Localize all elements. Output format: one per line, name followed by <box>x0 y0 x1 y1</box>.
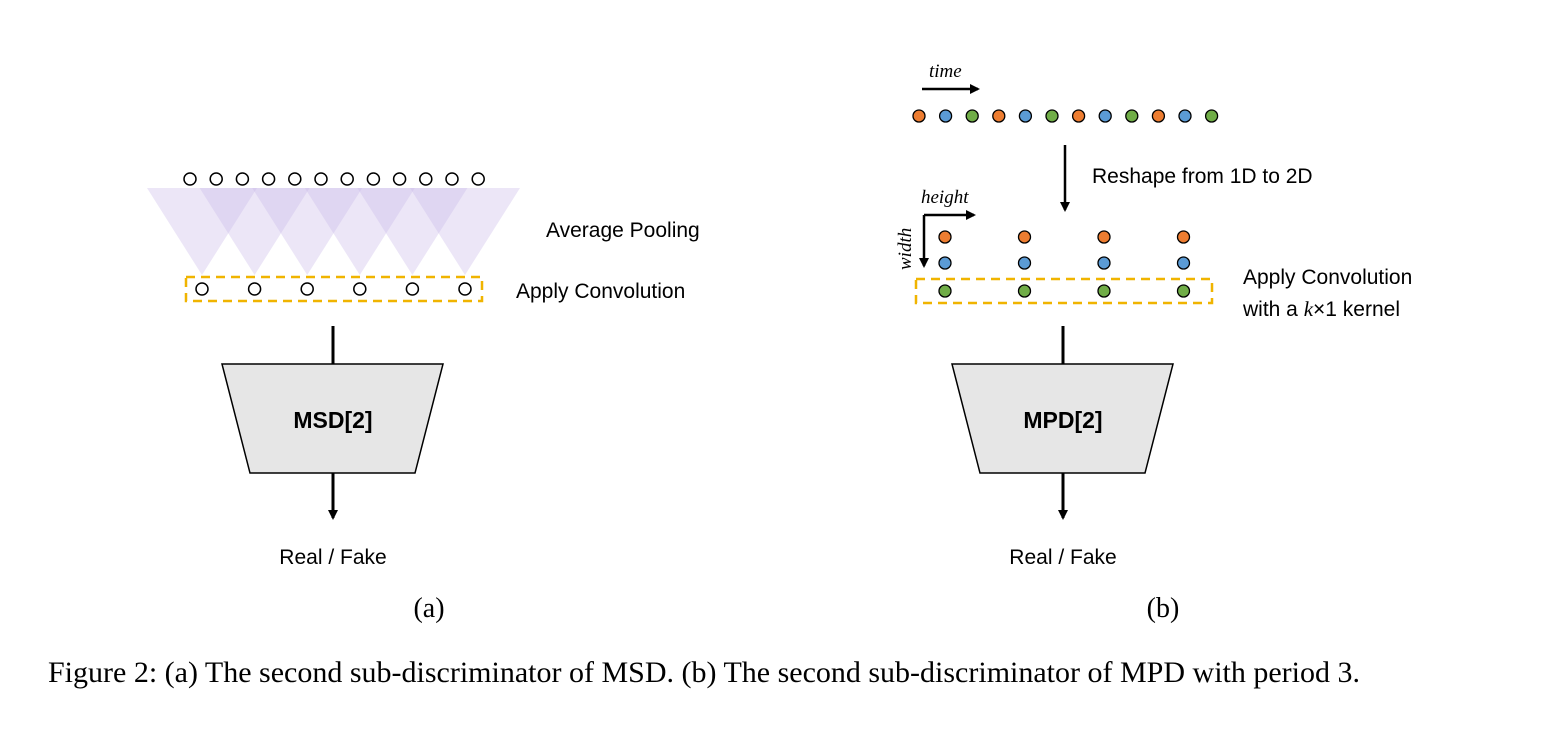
grid-sample-green <box>1097 284 1111 298</box>
pooled-samples <box>195 282 472 296</box>
time-sequence-samples <box>912 109 1219 123</box>
apply-convolution-label-b: Apply Convolution <box>1243 266 1412 289</box>
sequence-sample-blue <box>1178 109 1192 123</box>
sublabel-a: (a) <box>413 593 444 624</box>
pooled-sample <box>195 282 209 296</box>
pooling-window <box>357 188 468 275</box>
grid-sample-orange <box>1176 230 1191 244</box>
grid-sample-green <box>938 284 952 298</box>
output-label-a: Real / Fake <box>279 546 386 569</box>
sequence-sample-blue <box>938 109 953 123</box>
panel-b: time Reshape from 1D to 2D height width … <box>895 61 1412 624</box>
kernel-label-suffix: ×1 kernel <box>1313 298 1400 321</box>
input-sample <box>471 172 485 186</box>
sequence-sample-orange <box>912 109 926 123</box>
sequence-sample-orange <box>992 109 1006 123</box>
sequence-sample-orange <box>1151 109 1166 123</box>
grid-sample-green <box>1017 284 1032 298</box>
sequence-sample-green <box>1045 109 1059 123</box>
figure-diagram: Average Pooling Apply Convolution MSD[2]… <box>147 61 1412 624</box>
panel-a: Average Pooling Apply Convolution MSD[2]… <box>147 172 700 624</box>
pooled-sample <box>247 282 262 296</box>
input-sample <box>209 172 223 186</box>
height-axis-label: height <box>921 187 969 208</box>
reshaped-2d-grid <box>938 230 1191 298</box>
grid-sample-blue <box>938 256 952 270</box>
pooled-sample <box>458 282 472 296</box>
input-sample <box>235 172 250 186</box>
kernel-k-symbol: k <box>1304 297 1314 321</box>
pooled-sample <box>405 282 420 296</box>
input-sample <box>445 172 459 186</box>
average-pooling-label: Average Pooling <box>546 219 700 242</box>
input-sample <box>183 172 197 186</box>
sequence-sample-green <box>1204 109 1219 123</box>
input-samples <box>183 172 485 186</box>
sequence-sample-orange <box>1071 109 1086 123</box>
convolution-highlight-box-b <box>914 277 1214 305</box>
sequence-sample-green <box>965 109 979 123</box>
input-sample <box>288 172 302 186</box>
pooling-window <box>410 188 520 275</box>
time-axis-label: time <box>929 61 962 82</box>
convolution-highlight-box-a <box>184 275 484 303</box>
pooled-sample <box>353 282 367 296</box>
msd-block-label: MSD[2] <box>293 407 372 433</box>
sublabel-b: (b) <box>1147 593 1180 624</box>
reshape-label: Reshape from 1D to 2D <box>1092 165 1313 188</box>
grid-sample-orange <box>938 230 952 244</box>
grid-sample-green <box>1176 284 1191 298</box>
input-sample <box>392 172 407 186</box>
grid-sample-blue <box>1176 256 1191 270</box>
input-sample <box>366 172 381 186</box>
output-label-b: Real / Fake <box>1009 546 1116 569</box>
pooled-sample <box>300 282 314 296</box>
grid-sample-orange <box>1097 230 1111 244</box>
msd-block <box>221 363 444 474</box>
pooling-window <box>304 188 415 275</box>
grid-sample-orange <box>1017 230 1032 244</box>
average-pooling-windows <box>147 188 520 275</box>
input-sample <box>261 172 276 186</box>
mpd-block <box>951 363 1174 474</box>
kernel-label-prefix: with a <box>1242 298 1304 321</box>
input-sample <box>314 172 328 186</box>
mpd-block-label: MPD[2] <box>1023 407 1102 433</box>
sequence-sample-green <box>1125 109 1139 123</box>
kernel-size-label: with a k×1 kernel <box>1242 297 1400 321</box>
apply-convolution-label-a: Apply Convolution <box>516 280 685 303</box>
input-sample <box>419 172 433 186</box>
figure-caption: Figure 2: (a) The second sub-discriminat… <box>48 656 1361 689</box>
sequence-sample-blue <box>1018 109 1033 123</box>
pooling-window <box>252 188 363 275</box>
grid-sample-blue <box>1017 256 1032 270</box>
grid-sample-blue <box>1097 256 1111 270</box>
pooling-window <box>147 188 257 275</box>
sequence-sample-blue <box>1098 109 1112 123</box>
width-axis-label: width <box>895 228 916 270</box>
input-sample <box>340 172 354 186</box>
pooling-window <box>199 188 310 275</box>
